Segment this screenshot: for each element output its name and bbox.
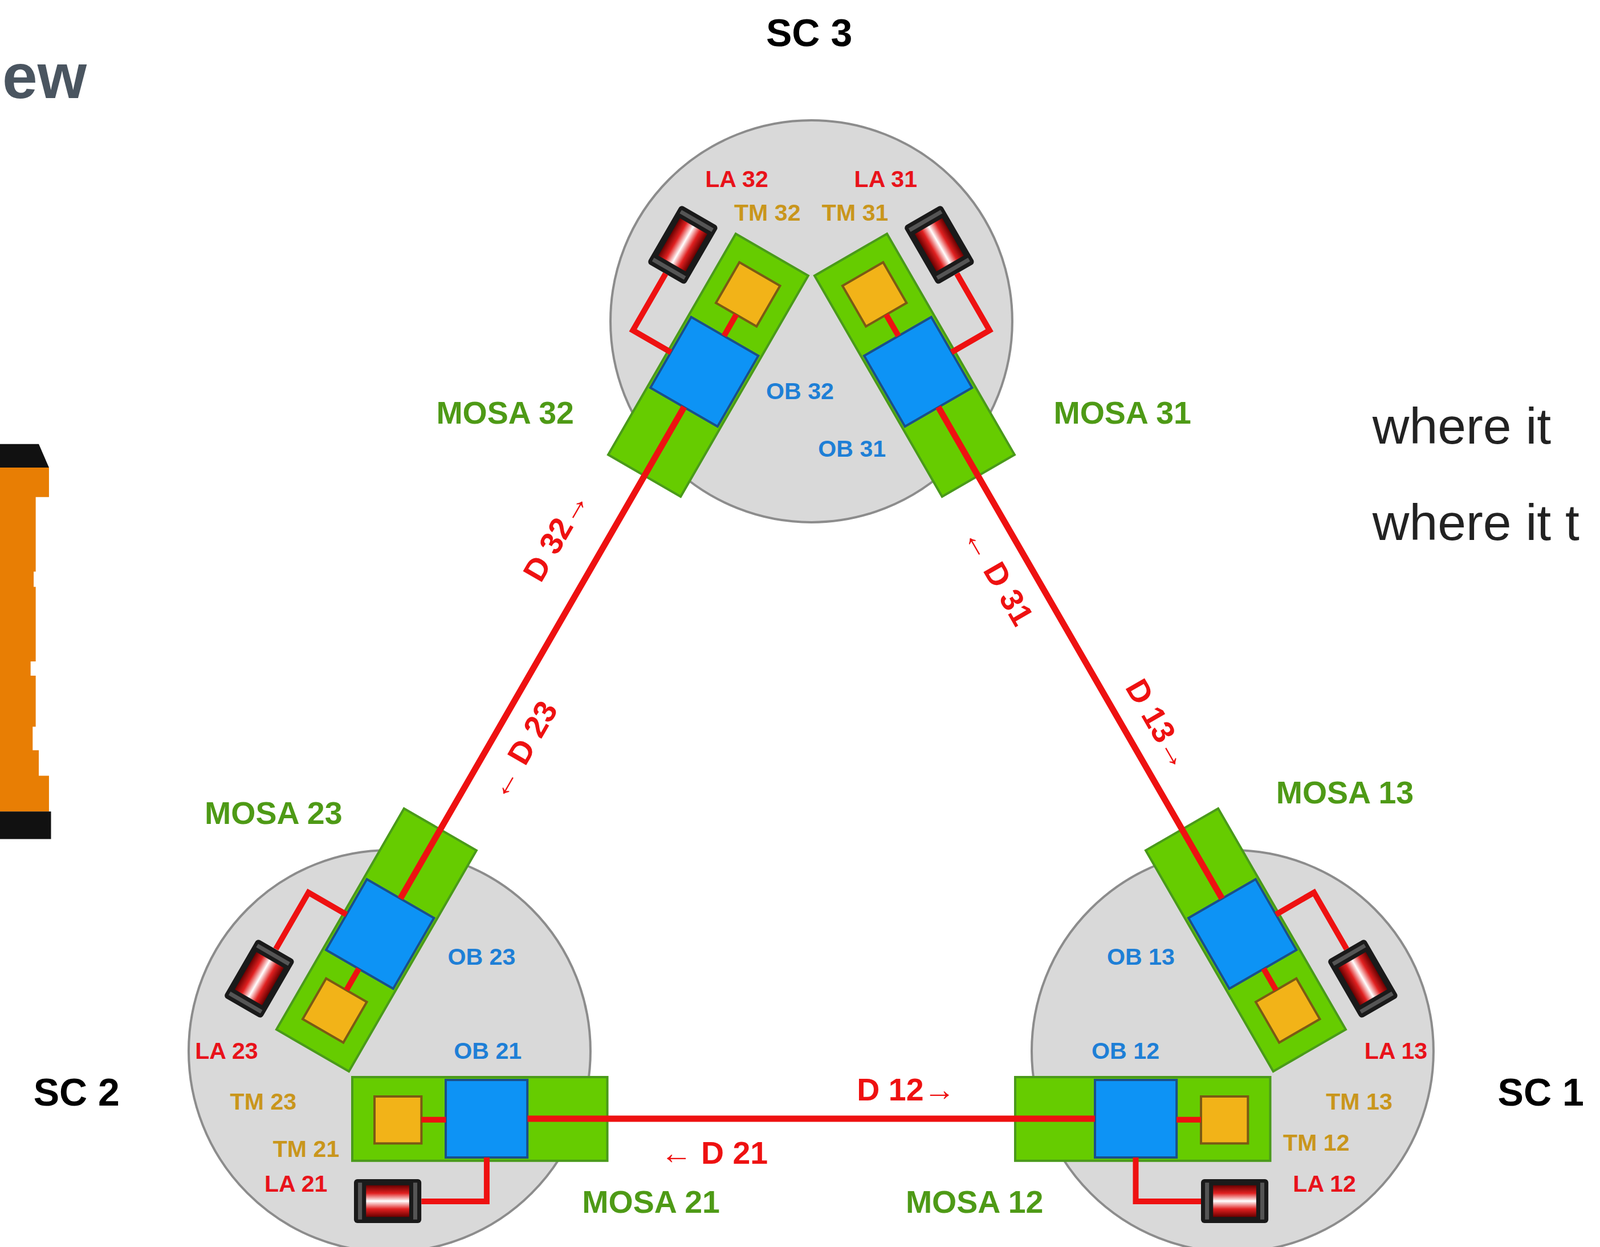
page-title: ew [2,45,87,109]
spacecraft-circle: SC 3MOSA 32OB 32TM 32LA 32MOSA 31OB 31TM… [609,119,1014,524]
optical-bench: OB 32 [650,316,759,427]
side-note: where it [1372,401,1551,453]
mosa-box: MOSA 31OB 31TM 31 [814,233,1015,497]
laser-fiber [1136,1157,1202,1201]
optical-bench-label: OB 12 [1091,1039,1160,1063]
laser-fiber [275,892,347,949]
mosa-box-label: MOSA 21 [581,1186,720,1219]
laser-unit-label: LA 12 [1292,1171,1357,1196]
spacecraft-circle: SC 2MOSA 23OB 23TM 23LA 23MOSA 21OB 21TM… [187,848,592,1247]
bench-beam [421,1116,446,1123]
mosa-box-label: MOSA 32 [436,397,574,430]
mosa-box-label: MOSA 23 [204,797,343,830]
spacecraft-circle: SC 1MOSA 13OB 13TM 13LA 13MOSA 12OB 12TM… [1030,848,1435,1247]
laser-unit: LA 32 [646,204,719,286]
test-mass: TM 32 [715,262,780,327]
mosa-box-label: MOSA 31 [1053,397,1192,430]
optical-bench-label: OB 31 [817,437,886,461]
laser-unit-label: LA 23 [194,1039,259,1063]
laser-link [938,406,1223,899]
laser-unit: LA 31 [903,204,976,286]
laser-unit-shape [646,204,719,286]
test-mass: TM 13 [1255,978,1320,1042]
test-mass: TM 12 [1200,1096,1248,1143]
bench-beam [723,314,736,336]
mosa-box: MOSA 23OB 23TM 23 [276,808,477,1072]
laser-unit-shape [353,1178,422,1223]
optical-bench-label: OB 13 [1106,945,1175,970]
test-mass-label: TM 32 [734,201,801,226]
optical-bench-label: OB 21 [453,1039,522,1063]
optical-bench: OB 21 [445,1079,528,1158]
test-mass-label: TM 31 [821,201,889,226]
laser-fiber [421,1157,487,1201]
link-label: D 12→ [856,1073,956,1106]
test-mass-shape [302,978,367,1042]
bench-beam [1263,968,1277,990]
test-mass-label: TM 23 [230,1090,297,1114]
mosa-box: MOSA 13OB 13TM 13 [1145,808,1346,1072]
bench-beam [346,968,360,990]
link-label: ← D 23 [482,695,564,805]
side-figure [0,444,52,840]
test-mass-shape [1200,1096,1248,1143]
link-label: ← D 31 [957,522,1039,631]
test-mass-label: TM 12 [1283,1130,1350,1155]
link-label: D 32→ [517,485,594,586]
laser-unit-shape [1200,1178,1269,1223]
optical-bench-label: OB 32 [766,380,834,404]
laser-unit: LA 23 [223,938,296,1019]
spacecraft-circle-label: SC 1 [1497,1072,1585,1111]
test-mass-shape [1255,978,1320,1042]
optical-bench: OB 12 [1094,1079,1177,1158]
link-label: D 13→ [1120,673,1197,775]
optical-bench: OB 23 [326,878,434,989]
laser-unit: LA 13 [1326,938,1399,1019]
test-mass: TM 23 [302,978,367,1042]
test-mass-label: TM 21 [273,1137,340,1161]
mosa-box: MOSA 32OB 32TM 32 [608,233,809,497]
laser-fiber [632,273,671,353]
optical-bench-shape [1094,1079,1177,1158]
test-mass-shape [374,1096,422,1143]
laser-unit-label: LA 13 [1364,1039,1428,1063]
laser-unit-label: LA 31 [854,167,918,191]
laser-unit: LA 12 [1200,1178,1269,1223]
optical-bench-shape [650,316,759,427]
laser-unit-shape [223,938,296,1019]
test-mass: TM 21 [374,1096,422,1143]
mosa-box-label: MOSA 12 [905,1186,1044,1219]
spacecraft-circle-label: SC 3 [766,13,853,52]
side-note: where it t [1372,497,1580,549]
spacecraft-circle-label: SC 2 [33,1072,120,1111]
laser-unit-label: LA 32 [705,167,769,191]
test-mass: TM 31 [842,262,907,327]
laser-unit-label: LA 21 [264,1171,328,1196]
laser-fiber [1276,892,1347,949]
optical-bench-shape [864,316,972,427]
optical-bench: OB 13 [1188,878,1297,989]
laser-unit-shape [1326,938,1399,1019]
link-label: ← D 21 [660,1137,768,1170]
optical-bench-shape [445,1079,528,1158]
bench-beam [1176,1116,1201,1123]
mosa-box-label: MOSA 13 [1276,776,1415,809]
optical-bench-shape [1188,878,1297,989]
test-mass-shape [842,262,907,327]
bench-beam [886,314,899,336]
optical-bench: OB 31 [864,316,972,427]
optical-bench-label: OB 23 [447,945,516,970]
laser-fiber [951,273,990,353]
laser-link [400,406,685,899]
laser-link [527,1115,1095,1122]
test-mass-shape [715,262,780,327]
laser-unit-shape [903,204,976,286]
laser-unit: LA 21 [353,1178,422,1223]
test-mass-label: TM 13 [1325,1090,1393,1114]
optical-bench-shape [326,878,434,989]
